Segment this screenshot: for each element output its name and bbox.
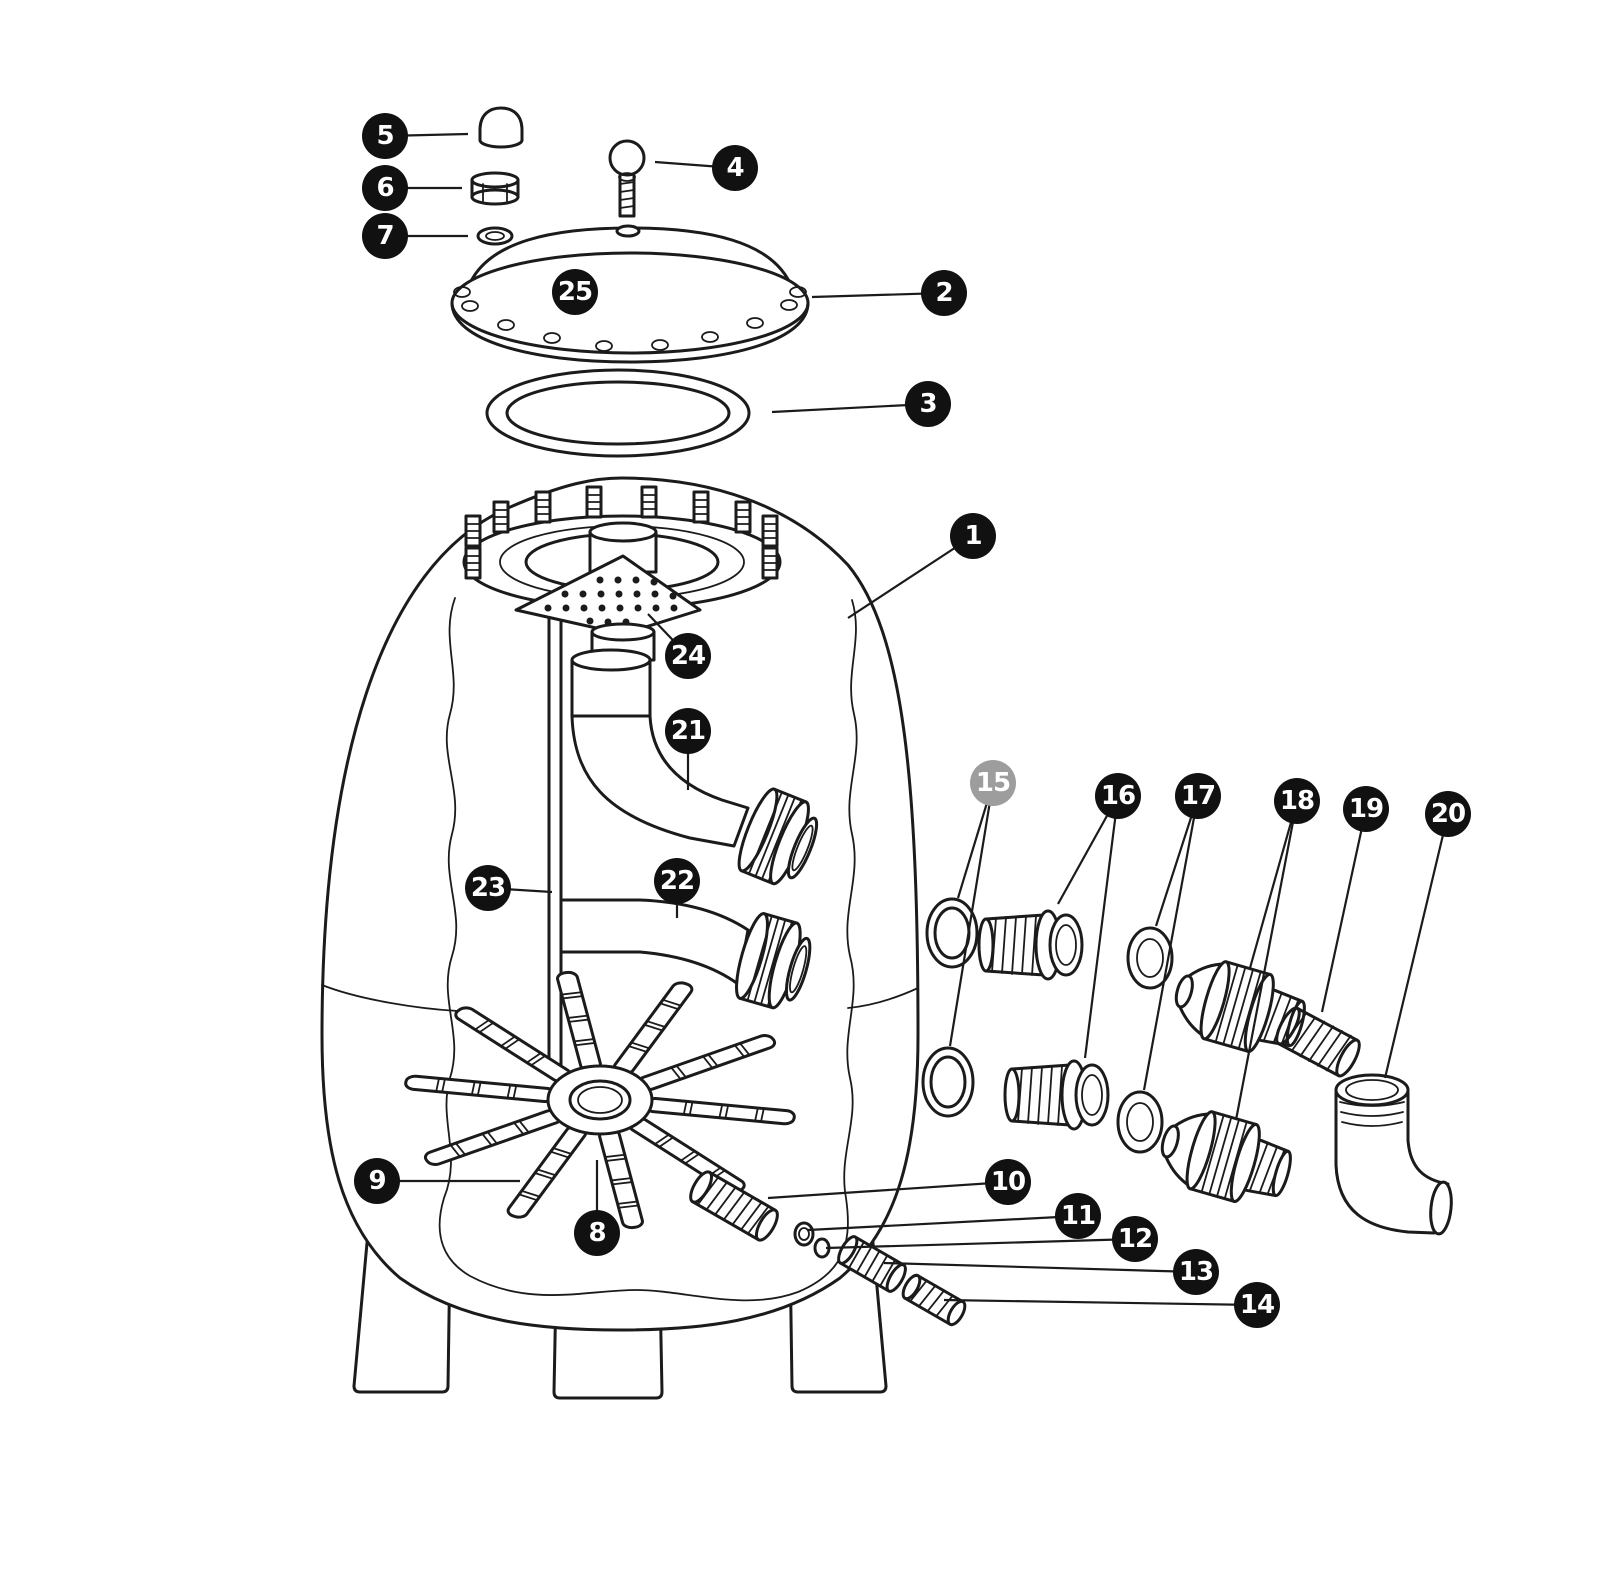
leader-line-1 — [847, 535, 974, 619]
internal-elbow-upper — [570, 714, 828, 894]
drain-plug — [901, 1273, 967, 1327]
callout-16: 16 — [1095, 773, 1141, 819]
lid-bolt-holes — [453, 286, 807, 352]
leader-line-18 — [1234, 800, 1299, 1121]
callout-2: 2 — [921, 270, 967, 316]
callout-6: 6 — [362, 165, 408, 211]
lateral-assembly — [403, 969, 797, 1231]
callout-3: 3 — [905, 381, 951, 427]
callout-17: 17 — [1175, 773, 1221, 819]
drain-fitting — [689, 1170, 779, 1242]
callout-12: 12 — [1112, 1216, 1158, 1262]
leader-line-12 — [825, 1237, 1136, 1250]
callout-15: 15 — [970, 760, 1016, 806]
leader-line-15 — [948, 782, 995, 1047]
diffuser-holes — [544, 576, 678, 626]
callout-4: 4 — [712, 145, 758, 191]
leader-line-11 — [807, 1214, 1079, 1232]
callout-11: 11 — [1055, 1193, 1101, 1239]
leader-line-10 — [767, 1180, 1009, 1200]
leader-line-16 — [1083, 795, 1120, 1059]
callout-5: 5 — [362, 113, 408, 159]
callout-14: 14 — [1234, 1282, 1280, 1328]
callout-7: 7 — [362, 213, 408, 259]
callout-1: 1 — [950, 513, 996, 559]
leader-line-3 — [771, 402, 929, 414]
lid — [450, 224, 810, 364]
callout-25: 25 — [552, 269, 598, 315]
vent-cap — [478, 106, 524, 149]
lateral-hub — [546, 1064, 654, 1136]
lid-knob-bolt — [608, 139, 646, 218]
callout-10: 10 — [985, 1159, 1031, 1205]
cutaway-edge — [438, 597, 858, 1302]
diffuser — [514, 521, 702, 718]
callout-8: 8 — [574, 1210, 620, 1256]
outlet-elbow — [1334, 1073, 1453, 1236]
leader-line-14 — [943, 1298, 1258, 1307]
callout-19: 19 — [1343, 786, 1389, 832]
leader-line-19 — [1320, 808, 1368, 1013]
leader-line-17 — [1142, 795, 1200, 1091]
callout-9: 9 — [354, 1158, 400, 1204]
leader-line-13 — [883, 1261, 1197, 1274]
drain-coupling — [837, 1235, 907, 1293]
drain-fittings — [689, 1170, 967, 1327]
leader-line-18 — [1248, 800, 1299, 969]
leader-line-20 — [1383, 813, 1450, 1079]
vent-washer — [476, 226, 514, 246]
callout-20: 20 — [1425, 791, 1471, 837]
callout-13: 13 — [1173, 1249, 1219, 1295]
drain-oring — [793, 1221, 815, 1247]
lid-oring — [485, 368, 751, 458]
callout-18: 18 — [1274, 778, 1320, 824]
callout-22: 22 — [654, 858, 700, 904]
callout-23: 23 — [465, 865, 511, 911]
callout-24: 24 — [665, 633, 711, 679]
vent-nut — [470, 171, 520, 206]
callout-21: 21 — [665, 708, 711, 754]
